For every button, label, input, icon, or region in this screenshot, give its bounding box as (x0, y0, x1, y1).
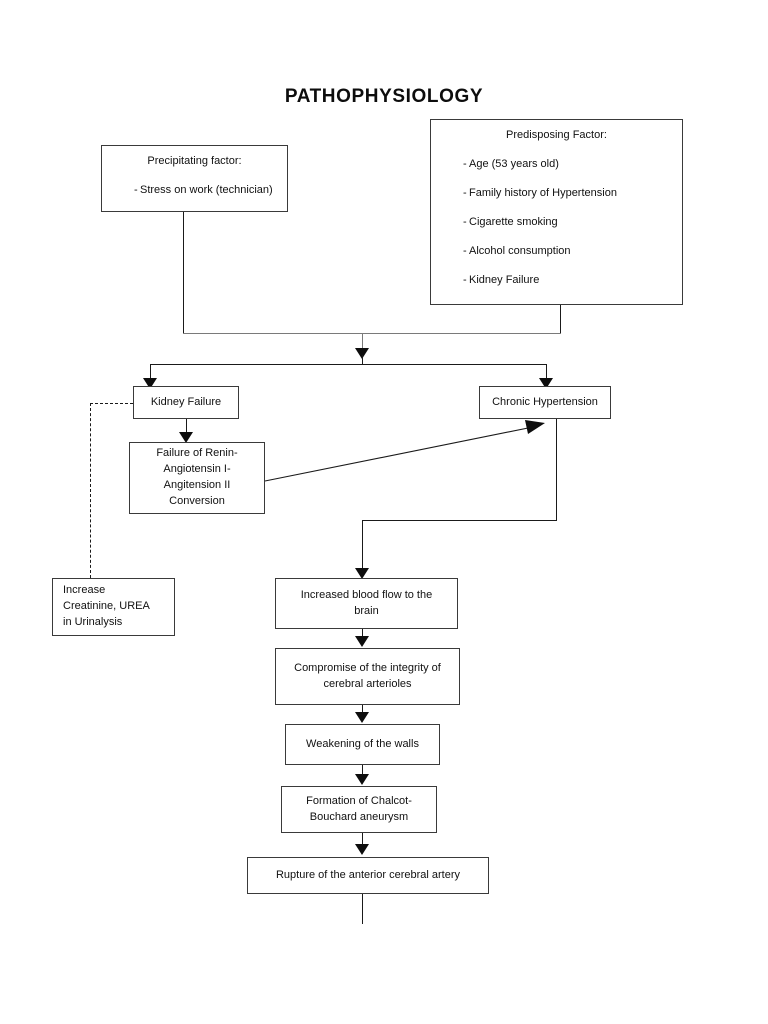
urinalysis-line-2: Creatinine, UREA (63, 600, 150, 613)
connector-merge-bar (183, 333, 561, 334)
node-rupture-anterior-cerebral-artery: Rupture of the anterior cerebral artery (247, 857, 489, 894)
connector-merge-stem (362, 333, 363, 351)
urinalysis-line-3: in Urinalysis (63, 615, 123, 628)
page-title: PATHOPHYSIOLOGY (284, 86, 484, 107)
connector-dashed-kidney-left (90, 403, 133, 404)
predisposing-factor-list: - Age (53 years old) - Family history of… (431, 157, 682, 289)
node-weakening-walls-label: Weakening of the walls (306, 737, 419, 750)
arrowhead-icon (355, 712, 369, 723)
connector-dashed-down-to-urinalysis (90, 403, 91, 578)
renin-line-1: Failure of Renin- (156, 447, 238, 460)
node-chalcot-bouchard-aneurysm-text: Formation of Chalcot- Bouchard aneurysm (306, 794, 412, 826)
arrowhead-icon (355, 636, 369, 647)
renin-line-2: Angiotensin I- (163, 463, 231, 476)
node-predisposing-factor: Predisposing Factor: - Age (53 years old… (430, 119, 683, 305)
node-chronic-hypertension-label: Chronic Hypertension (492, 395, 598, 408)
list-item-text: Alcohol consumption (469, 244, 571, 257)
bullet-dash: - (463, 273, 467, 286)
node-compromise-integrity: Compromise of the integrity of cerebral … (275, 648, 460, 705)
arrowhead-icon (539, 378, 553, 389)
urinalysis-line-1: Increase (63, 584, 106, 597)
bullet-dash: - (463, 186, 467, 199)
arrowhead-icon (355, 348, 369, 359)
connector-split-left (150, 364, 151, 380)
list-item-text: Stress on work (technician) (140, 183, 273, 196)
connector-precipitating-down (183, 212, 184, 334)
list-item: - Cigarette smoking (431, 215, 682, 231)
renin-line-3: Angitension II (163, 479, 231, 491)
connector-predisposing-down (560, 305, 561, 334)
arrowhead-icon (355, 568, 369, 579)
node-precipitating-factor: Precipitating factor: - Stress on work (… (101, 145, 288, 212)
connector-split-right (546, 364, 547, 380)
precipitating-factor-heading: Precipitating factor: (147, 155, 242, 167)
node-increased-blood-flow-text: Increased blood flow to the brain (301, 588, 432, 620)
list-item: - Family history of Hypertension (431, 186, 682, 202)
node-renin-conversion-failure: Failure of Renin- Angiotensin I- Angiten… (129, 442, 265, 514)
arrowhead-icon (179, 432, 193, 443)
blood-flow-line-2: brain (354, 604, 379, 617)
connector-split-stem (362, 355, 363, 364)
list-item: - Kidney Failure (431, 273, 682, 289)
list-item: - Alcohol consumption (431, 244, 682, 260)
precipitating-factor-list: - Stress on work (technician) (102, 183, 287, 199)
arrowhead-icon (355, 774, 369, 785)
connector-weakening-to-aneurysm (362, 765, 363, 775)
list-item: - Stress on work (technician) (102, 183, 287, 199)
compromise-line-2: cerebral arterioles (323, 677, 412, 690)
compromise-line-1: Compromise of the integrity of (294, 661, 441, 674)
bullet-dash: - (134, 183, 138, 196)
bullet-dash: - (463, 244, 467, 257)
connector-kidney-to-renin (186, 419, 187, 435)
node-urinalysis-text: Increase Creatinine, UREA in Urinalysis (53, 583, 150, 631)
connector-down-to-blood-flow (362, 520, 363, 570)
bullet-dash: - (463, 215, 467, 228)
connector-hypertension-left (362, 520, 557, 521)
list-item: - Age (53 years old) (431, 157, 682, 173)
node-kidney-failure-label: Kidney Failure (150, 395, 222, 408)
blood-flow-line-1: Increased blood flow to the (300, 588, 433, 601)
list-item-text: Age (53 years old) (469, 157, 559, 170)
connector-rupture-continues (362, 894, 363, 924)
aneurysm-line-1: Formation of Chalcot- (306, 794, 412, 807)
arrowhead-icon (143, 378, 157, 389)
predisposing-factor-heading: Predisposing Factor: (506, 129, 607, 141)
bullet-dash: - (463, 157, 467, 170)
renin-line-4: Conversion (169, 494, 225, 507)
aneurysm-line-2: Bouchard aneurysm (309, 810, 409, 823)
list-item-text: Kidney Failure (469, 273, 540, 286)
list-item-text: Family history of Hypertension (469, 186, 617, 199)
node-weakening-walls: Weakening of the walls (285, 724, 440, 765)
list-item-text: Cigarette smoking (469, 215, 558, 228)
connector-hypertension-down (556, 419, 557, 520)
connector-compromise-to-weakening (362, 705, 363, 713)
arrowhead-icon (355, 844, 369, 855)
node-rupture-anterior-cerebral-artery-label: Rupture of the anterior cerebral artery (275, 868, 461, 881)
connector-split-bar (150, 364, 546, 365)
node-urinalysis-increase: Increase Creatinine, UREA in Urinalysis (52, 578, 175, 636)
node-compromise-integrity-text: Compromise of the integrity of cerebral … (294, 661, 441, 693)
node-chronic-hypertension: Chronic Hypertension (479, 386, 611, 419)
connector-bloodflow-to-compromise (362, 629, 363, 638)
node-renin-conversion-failure-text: Failure of Renin- Angiotensin I- Angiten… (156, 446, 237, 510)
node-increased-blood-flow: Increased blood flow to the brain (275, 578, 458, 629)
connector-aneurysm-to-rupture (362, 833, 363, 845)
node-chalcot-bouchard-aneurysm: Formation of Chalcot- Bouchard aneurysm (281, 786, 437, 833)
node-kidney-failure: Kidney Failure (133, 386, 239, 419)
